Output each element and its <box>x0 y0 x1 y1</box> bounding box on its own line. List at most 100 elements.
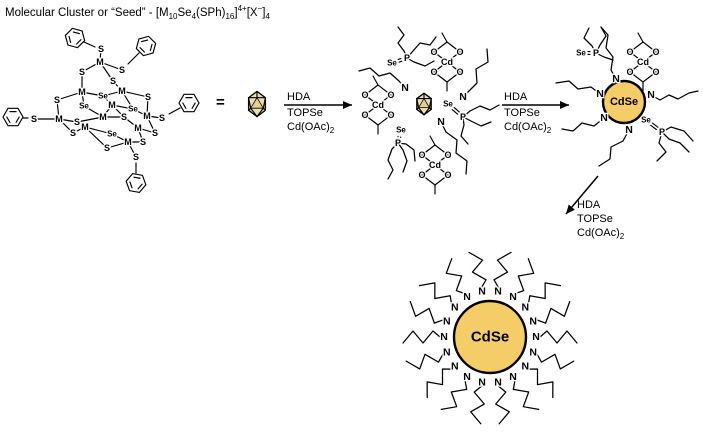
svg-text:S: S <box>133 152 139 162</box>
svg-text:S: S <box>98 44 104 54</box>
svg-text:N: N <box>440 331 448 343</box>
svg-text:HDA: HDA <box>287 91 311 103</box>
svg-text:Se: Se <box>387 59 397 68</box>
svg-text:N: N <box>443 347 451 359</box>
svg-text:N: N <box>509 371 517 383</box>
svg-text:Se: Se <box>98 92 108 101</box>
svg-text:M: M <box>118 86 126 96</box>
svg-text:Se: Se <box>107 130 117 139</box>
svg-text:P: P <box>460 112 466 122</box>
svg-text:O: O <box>361 90 368 100</box>
svg-text:M: M <box>99 112 107 122</box>
page-title: Molecular Cluster or “Seed” - [M10Se4(SP… <box>5 4 270 22</box>
svg-text:HDA: HDA <box>504 91 528 103</box>
svg-text:N: N <box>596 88 604 100</box>
svg-text:S: S <box>79 67 85 77</box>
svg-text:HDA: HDA <box>577 199 601 211</box>
svg-text:N: N <box>625 124 633 136</box>
svg-text:S: S <box>104 143 110 153</box>
equals-sign: = <box>216 94 225 111</box>
svg-text:M: M <box>124 137 132 147</box>
svg-text:S: S <box>54 95 60 105</box>
svg-text:N: N <box>532 331 540 343</box>
svg-text:N: N <box>600 112 608 124</box>
svg-text:Cd(OAc)2: Cd(OAc)2 <box>577 227 625 241</box>
svg-text:Cd(OAc)2: Cd(OAc)2 <box>504 121 552 135</box>
svg-text:N: N <box>625 124 633 136</box>
svg-text:S: S <box>145 92 151 102</box>
svg-text:O: O <box>444 150 451 160</box>
svg-text:S: S <box>121 112 127 122</box>
svg-text:S: S <box>74 117 80 127</box>
svg-text:CdSe: CdSe <box>471 329 509 346</box>
svg-text:O: O <box>444 170 451 180</box>
svg-text:N: N <box>437 116 445 128</box>
svg-text:O: O <box>418 170 425 180</box>
svg-text:N: N <box>509 291 517 303</box>
svg-text:N: N <box>443 315 451 327</box>
svg-text:P: P <box>593 48 599 58</box>
svg-text:O: O <box>652 47 659 57</box>
svg-text:Cd: Cd <box>441 57 453 67</box>
seed-icons <box>247 90 432 118</box>
svg-text:CdSe: CdSe <box>610 96 638 108</box>
svg-text:N: N <box>647 89 655 101</box>
svg-text:Cd: Cd <box>429 160 441 170</box>
svg-text:Cd(OAc)2: Cd(OAc)2 <box>287 121 335 135</box>
svg-text:Se: Se <box>641 116 651 125</box>
reaction-arrows: HDATOPSeCd(OAc)2HDATOPSeCd(OAc)2HDATOPSe… <box>284 91 625 241</box>
svg-text:N: N <box>463 371 471 383</box>
svg-text:M: M <box>81 122 89 132</box>
svg-text:N: N <box>401 82 409 94</box>
svg-text:O: O <box>652 67 659 77</box>
svg-text:S: S <box>152 128 158 138</box>
svg-text:O: O <box>430 67 437 77</box>
svg-text:O: O <box>456 47 463 57</box>
svg-text:TOPSe: TOPSe <box>504 107 540 119</box>
svg-text:O: O <box>361 110 368 120</box>
svg-text:N: N <box>647 89 655 101</box>
svg-text:N: N <box>600 112 608 124</box>
svg-text:P: P <box>659 127 665 137</box>
svg-text:S: S <box>119 65 125 75</box>
svg-text:S: S <box>110 76 116 86</box>
svg-text:O: O <box>456 67 463 77</box>
svg-text:O: O <box>626 47 633 57</box>
svg-text:M: M <box>55 114 63 124</box>
svg-text:N: N <box>612 73 620 85</box>
svg-text:S: S <box>31 114 37 124</box>
svg-text:M: M <box>143 111 151 121</box>
svg-text:N: N <box>521 301 529 313</box>
svg-text:N: N <box>529 347 537 359</box>
svg-text:Se: Se <box>396 126 406 135</box>
svg-text:O: O <box>626 67 633 77</box>
svg-text:Se: Se <box>79 102 89 111</box>
svg-text:N: N <box>451 301 459 313</box>
svg-text:N: N <box>529 315 537 327</box>
svg-text:M: M <box>134 123 142 133</box>
svg-text:N: N <box>478 286 486 298</box>
svg-text:N: N <box>494 376 502 388</box>
svg-text:Se: Se <box>443 100 453 109</box>
svg-text:S: S <box>70 128 76 138</box>
svg-text:N: N <box>478 376 486 388</box>
svg-text:Cd: Cd <box>637 57 649 67</box>
svg-text:N: N <box>596 88 604 100</box>
svg-text:N: N <box>494 286 502 298</box>
svg-text:N: N <box>463 291 471 303</box>
svg-text:TOPSe: TOPSe <box>577 213 613 225</box>
svg-text:O: O <box>387 90 394 100</box>
svg-text:M: M <box>108 100 116 110</box>
svg-text:Se: Se <box>576 49 586 58</box>
svg-text:N: N <box>459 91 467 103</box>
svg-text:TOPSe: TOPSe <box>287 107 323 119</box>
svg-text:P: P <box>404 53 410 63</box>
svg-text:P: P <box>395 138 401 148</box>
svg-text:S: S <box>140 137 146 147</box>
